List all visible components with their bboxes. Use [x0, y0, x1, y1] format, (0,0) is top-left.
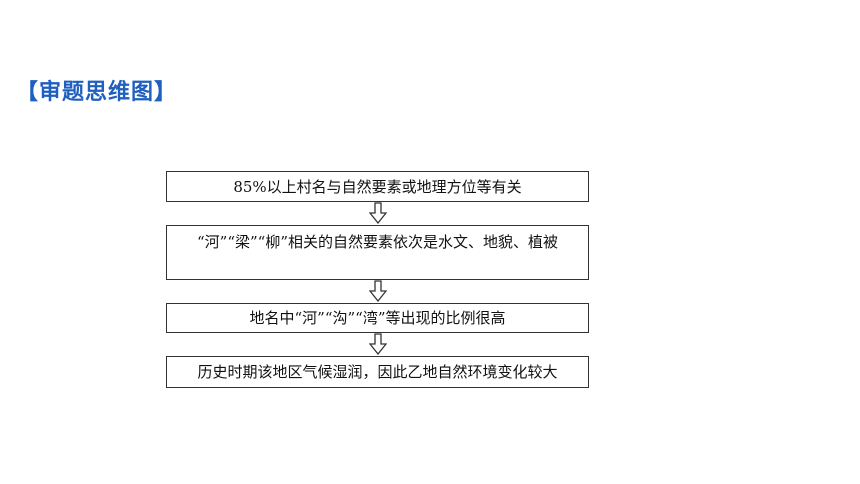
flow-step-1-text: 85%以上村名与自然要素或地理方位等有关 — [233, 177, 522, 196]
flow-step-2: “河”“梁”“柳”相关的自然要素依次是水文、地貌、植被 — [166, 225, 589, 280]
flow-step-4-text: 历史时期该地区气候湿润，因此乙地自然环境变化较大 — [197, 363, 558, 381]
flow-step-2-text: “河”“梁”“柳”相关的自然要素依次是水文、地貌、植被 — [196, 233, 558, 251]
diagram-title: 【审题思维图】 — [16, 80, 178, 105]
flow-step-3-text: 地名中“河”“沟”“湾”等出现的比例很高 — [249, 309, 506, 327]
flow-step-3: 地名中“河”“沟”“湾”等出现的比例很高 — [166, 303, 589, 333]
down-arrow-icon — [369, 202, 387, 224]
down-arrow-icon — [369, 333, 387, 355]
flow-step-4: 历史时期该地区气候湿润，因此乙地自然环境变化较大 — [166, 356, 589, 388]
down-arrow-icon — [369, 280, 387, 302]
flow-step-1: 85%以上村名与自然要素或地理方位等有关 — [166, 171, 589, 202]
